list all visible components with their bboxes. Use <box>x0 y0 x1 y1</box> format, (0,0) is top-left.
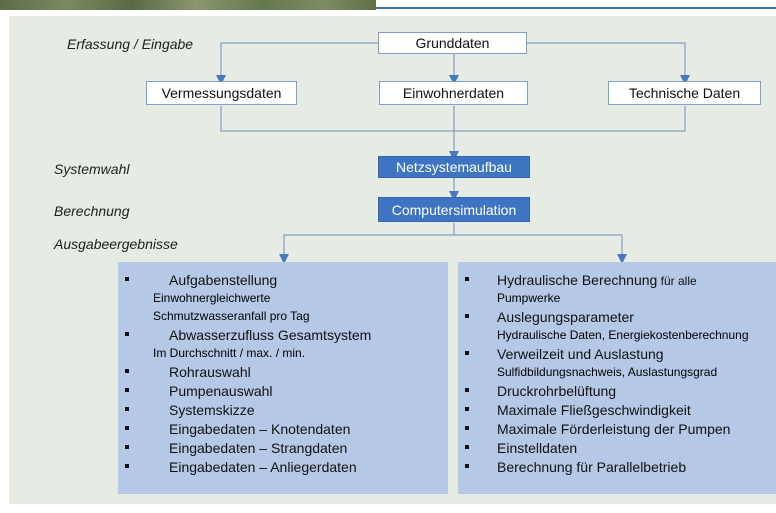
bullet-icon <box>465 277 469 281</box>
result-item-title: Rohrauswahl <box>169 364 251 380</box>
result-item-title: Maximale Förderleistung der Pumpen <box>497 421 731 437</box>
bullet-icon <box>125 407 129 411</box>
row-label-output: Ausgabeergebnisse <box>54 236 178 252</box>
result-item-title: Abwasserzufluss Gesamtsystem <box>169 327 372 343</box>
node-technische-daten: Technische Daten <box>608 81 761 105</box>
result-item-title: Systemskizze <box>169 402 255 418</box>
node-grunddaten: Grunddaten <box>378 32 527 54</box>
header-photo-strip <box>0 0 376 10</box>
result-item-suffix: für alle <box>657 274 697 288</box>
bullet-icon <box>125 277 129 281</box>
result-item-title: Druckrohrbelüftung <box>497 383 617 399</box>
node-einwohnerdaten: Einwohnerdaten <box>379 81 528 105</box>
header-rule <box>376 7 776 9</box>
bullet-icon <box>125 464 129 468</box>
result-item-title: Hydraulische Berechnung für alle <box>497 272 697 288</box>
row-label-calc: Berechnung <box>54 203 130 219</box>
row-label-system: Systemwahl <box>54 161 130 177</box>
result-item-title: Eingabedaten – Anliegerdaten <box>169 459 357 475</box>
bullet-icon <box>125 426 129 430</box>
result-item-title: Auslegungsparameter <box>497 309 634 325</box>
bullet-icon <box>465 445 469 449</box>
bullet-icon <box>465 407 469 411</box>
connector-grunddaten-to-technische-daten <box>527 42 690 85</box>
bullet-icon <box>125 369 129 373</box>
row-label-input: Erfassung / Eingabe <box>67 36 194 52</box>
node-computersimulation: Computersimulation <box>378 197 530 222</box>
result-item-detail: Sulfidbildungsnachweis, Auslastungsgrad <box>497 365 718 379</box>
node-vermessungsdaten: Vermessungsdaten <box>146 81 297 105</box>
result-item-title: Pumpenauswahl <box>169 383 273 399</box>
result-item-detail: Hydraulische Daten, Energiekostenberechn… <box>497 328 749 342</box>
bullet-icon <box>465 314 469 318</box>
result-item-detail: Schmutzwasseranfall pro Tag <box>153 309 310 323</box>
bullet-icon <box>465 464 469 468</box>
connector-lines <box>216 42 690 264</box>
bullet-icon <box>125 388 129 392</box>
bullet-icon <box>465 388 469 392</box>
result-item-title: Aufgabenstellung <box>169 272 278 288</box>
bullet-icon <box>465 351 469 355</box>
connector-grunddaten-to-vermessungsdaten <box>216 42 378 85</box>
result-item-title: Verweilzeit und Auslastung <box>497 346 664 362</box>
result-item-title: Eingabedaten – Knotendaten <box>169 421 351 437</box>
connector-simulation-branch <box>283 223 623 259</box>
result-item-title: Eingabedaten – Strangdaten <box>169 440 348 456</box>
result-item-title: Maximale Fließgeschwindigkeit <box>497 402 691 418</box>
result-item-title: Berechnung für Parallelbetrieb <box>497 459 687 475</box>
connector-data-merge <box>220 106 686 132</box>
bullet-icon <box>465 426 469 430</box>
bullet-icon <box>125 332 129 336</box>
node-netzsystemaufbau: Netzsystemaufbau <box>378 156 530 178</box>
result-item-detail: Pumpwerke <box>497 291 561 305</box>
result-item-detail: Im Durchschnitt / max. / min. <box>153 346 306 360</box>
diagram-panel: Erfassung / Eingabe Systemwahl Berechnun… <box>9 16 776 504</box>
result-item-detail: Einwohnergleichwerte <box>153 291 271 305</box>
bullet-icon <box>125 445 129 449</box>
result-item-title: Einstelldaten <box>497 440 578 456</box>
